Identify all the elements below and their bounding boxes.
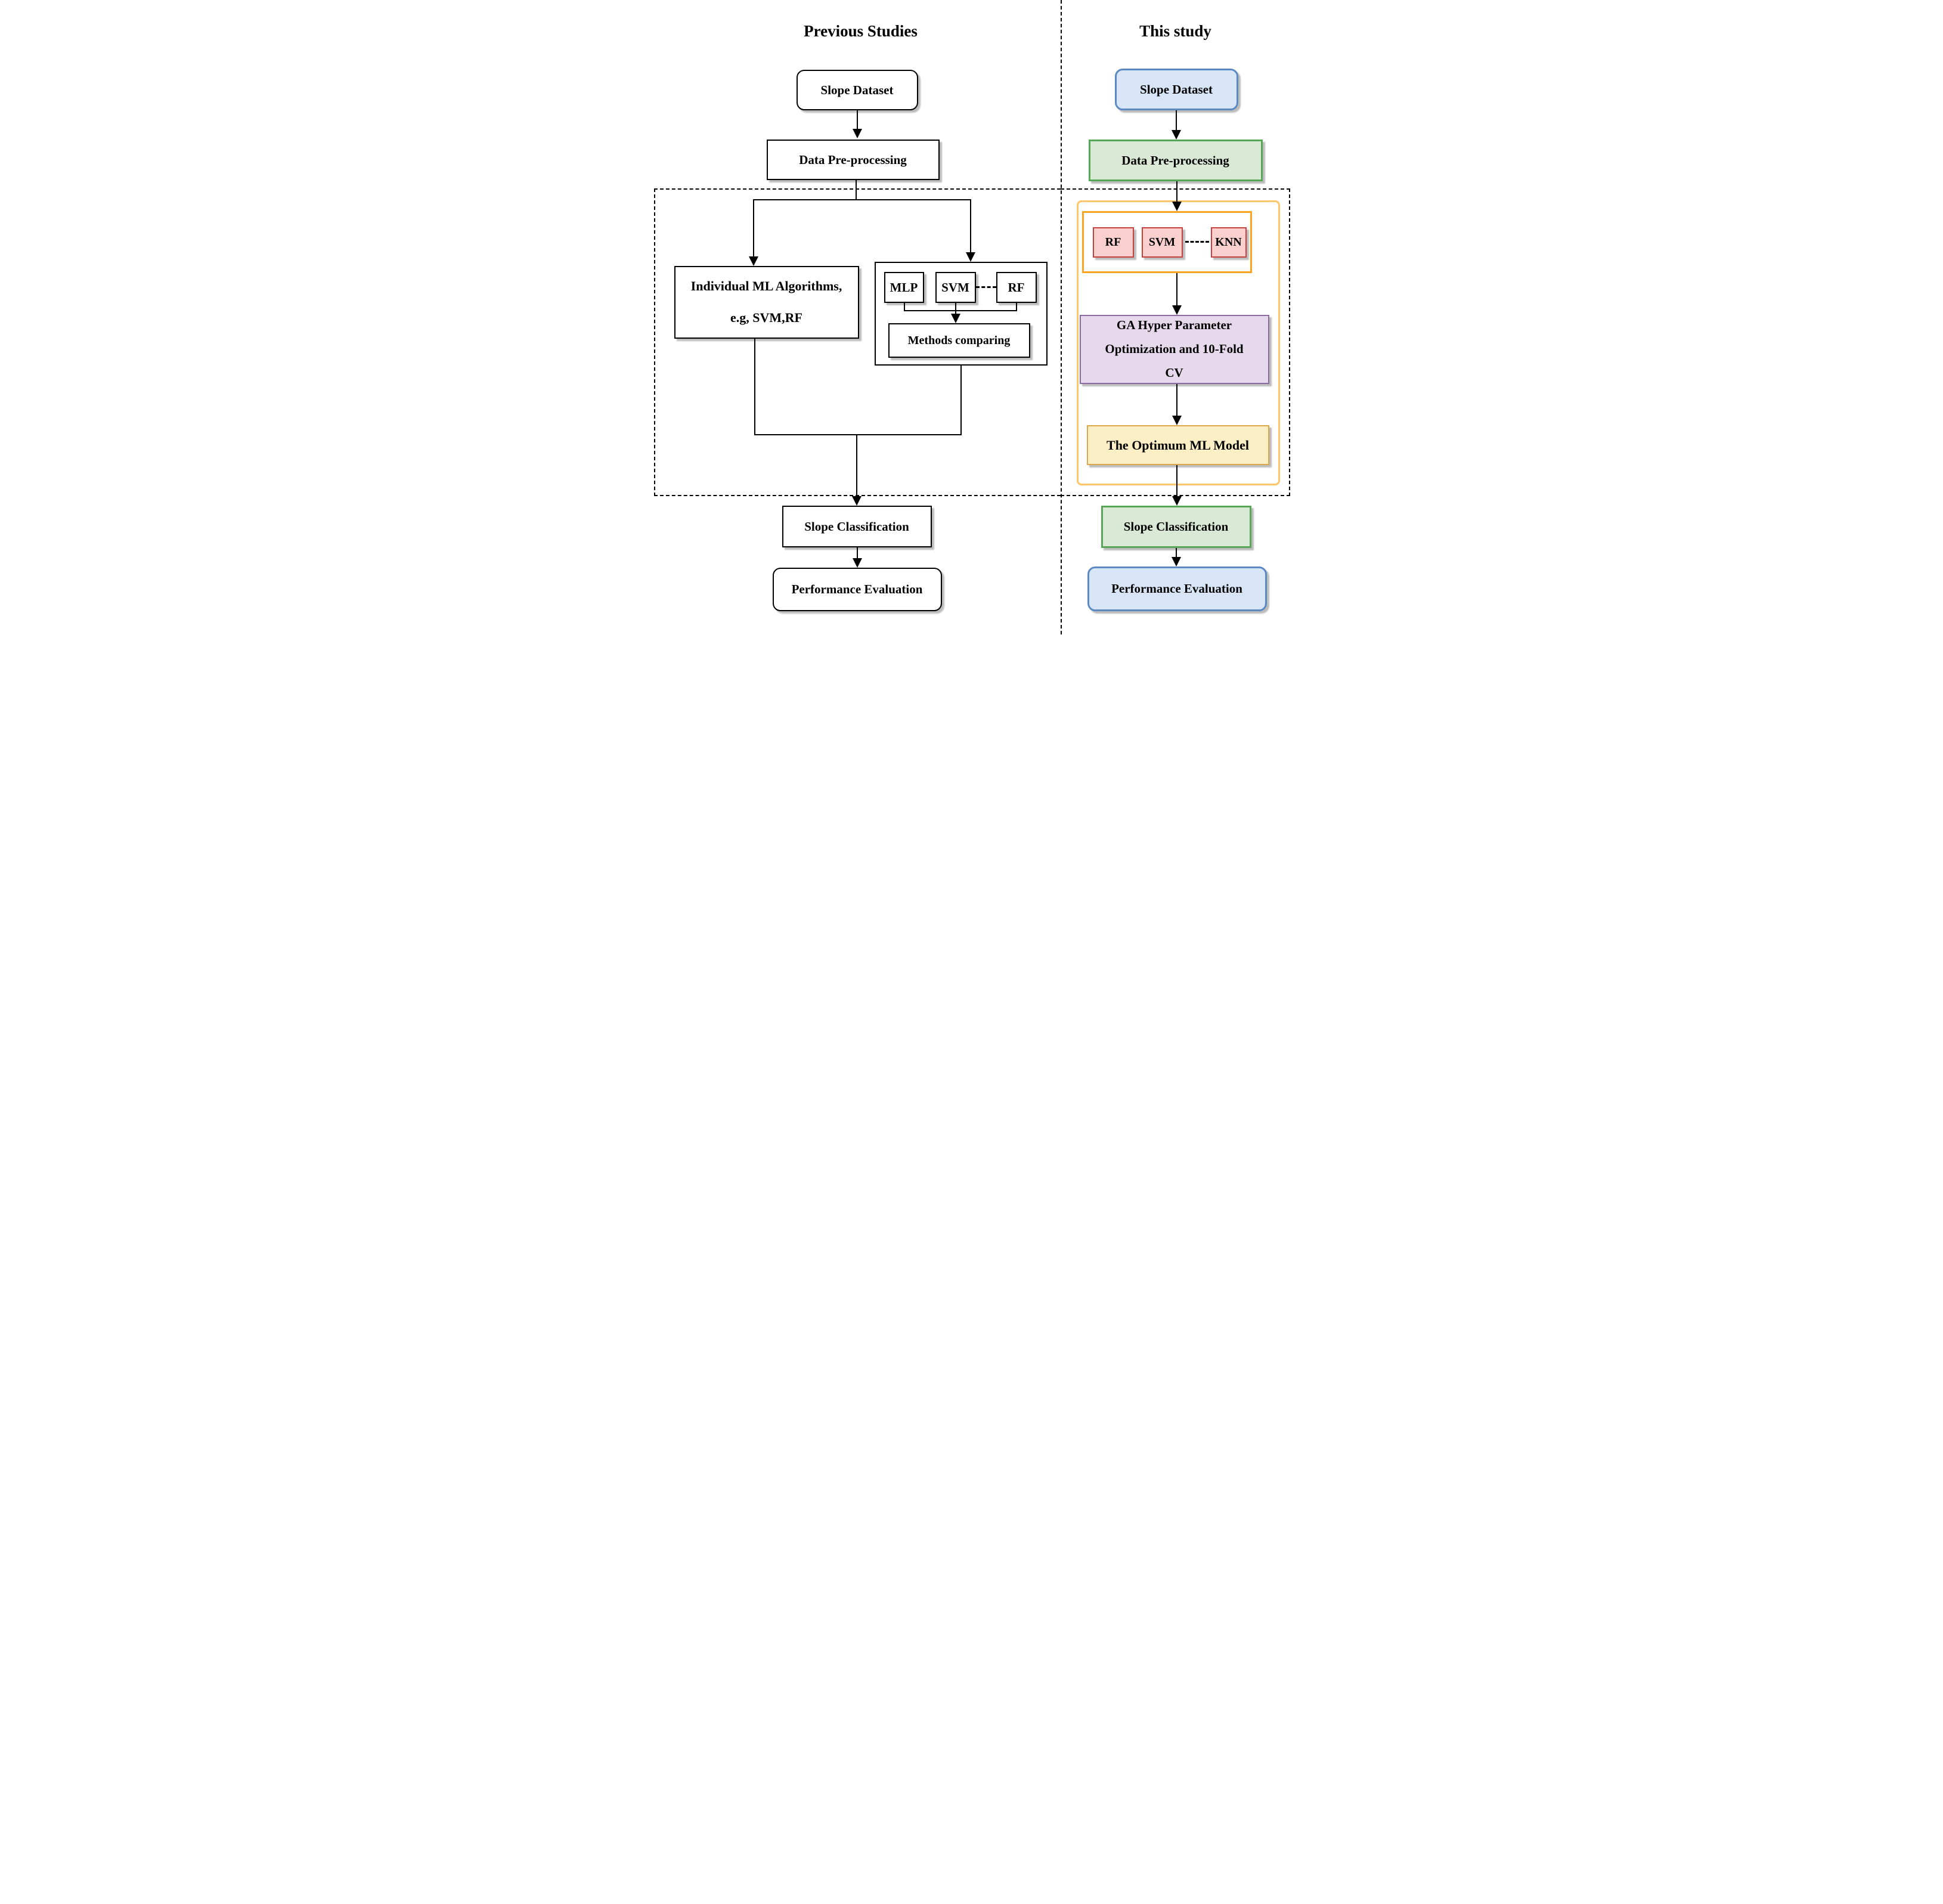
node-rf-previous: RF — [996, 272, 1037, 303]
node-methods-comparing: Methods comparing — [888, 323, 1030, 358]
connector-line — [1176, 384, 1177, 416]
connector-line — [960, 366, 962, 435]
node-slope-classification-this-study: Slope Classification — [1101, 506, 1251, 548]
arrowhead-down-icon — [748, 256, 758, 266]
column-divider-dashed-line — [1060, 0, 1062, 634]
flowchart-canvas: Previous Studies This study Slope Datase… — [647, 0, 1296, 634]
node-ga-hyperparameter-optimization: GA Hyper Parameter Optimization and 10-F… — [1079, 315, 1269, 384]
connector-line — [1175, 110, 1177, 130]
connector-line — [903, 310, 1017, 311]
connector-line — [752, 199, 971, 200]
node-slope-dataset-previous: Slope Dataset — [796, 70, 918, 110]
arrowhead-down-icon — [1171, 557, 1181, 566]
individual-ml-line2: e.g, SVM,RF — [730, 310, 802, 325]
ga-box-line1: GA Hyper Parameter — [1116, 318, 1232, 333]
connector-line — [855, 180, 857, 200]
arrowhead-down-icon — [1171, 130, 1181, 140]
dashed-region-previous — [653, 188, 1061, 496]
connector-line — [969, 199, 971, 252]
group-frame-method-comparison — [874, 262, 1048, 366]
arrowhead-down-icon — [1172, 305, 1182, 315]
connector-line — [1176, 181, 1177, 203]
ellipsis-dashed-connector — [1185, 241, 1209, 243]
connector-line — [754, 339, 755, 435]
ellipsis-dashed-connector — [975, 286, 996, 288]
node-data-preprocessing-this-study: Data Pre-processing — [1088, 140, 1263, 181]
title-this-study: This study — [1139, 22, 1211, 40]
node-knn: KNN — [1210, 227, 1247, 258]
ga-box-line3: CV — [1165, 365, 1183, 380]
node-individual-ml-algorithms: Individual ML Algorithms, e.g, SVM,RF — [674, 266, 859, 339]
dashed-region-this-study — [1060, 188, 1290, 496]
arrowhead-down-icon — [1172, 202, 1182, 211]
arrowhead-down-icon — [965, 252, 975, 262]
individual-ml-line1: Individual ML Algorithms, — [690, 278, 842, 294]
arrowhead-down-icon — [1172, 496, 1182, 506]
node-svm-previous: SVM — [935, 272, 976, 303]
connector-line — [856, 110, 858, 129]
arrowhead-down-icon — [852, 129, 862, 138]
node-mlp: MLP — [884, 272, 924, 303]
ga-box-line2: Optimization and 10-Fold — [1105, 342, 1244, 357]
node-data-preprocessing-previous: Data Pre-processing — [766, 140, 940, 180]
connector-line — [1176, 273, 1177, 305]
connector-line — [1015, 303, 1017, 311]
node-performance-evaluation-this-study: Performance Evaluation — [1087, 566, 1267, 611]
title-previous-studies: Previous Studies — [804, 22, 918, 40]
node-slope-dataset-this-study: Slope Dataset — [1114, 69, 1238, 110]
connector-line — [1176, 465, 1177, 496]
node-optimum-ml-model: The Optimum ML Model — [1086, 425, 1269, 465]
connector-line — [903, 303, 905, 311]
connector-line — [752, 199, 754, 256]
algorithms-inner-orange-frame — [1081, 211, 1252, 273]
arrowhead-down-icon — [950, 314, 960, 323]
connector-line — [754, 434, 962, 435]
node-performance-evaluation-previous: Performance Evaluation — [772, 568, 942, 611]
node-rf-this-study: RF — [1092, 227, 1134, 258]
arrowhead-down-icon — [851, 496, 862, 506]
node-svm-this-study: SVM — [1141, 227, 1183, 258]
arrowhead-down-icon — [1172, 416, 1182, 425]
arrowhead-down-icon — [852, 558, 862, 568]
node-slope-classification-previous: Slope Classification — [782, 506, 932, 547]
workflow-outer-orange-frame — [1076, 200, 1280, 485]
connector-line — [955, 303, 956, 315]
connector-line — [1175, 548, 1177, 558]
connector-line — [856, 547, 858, 559]
connector-line — [856, 434, 857, 496]
